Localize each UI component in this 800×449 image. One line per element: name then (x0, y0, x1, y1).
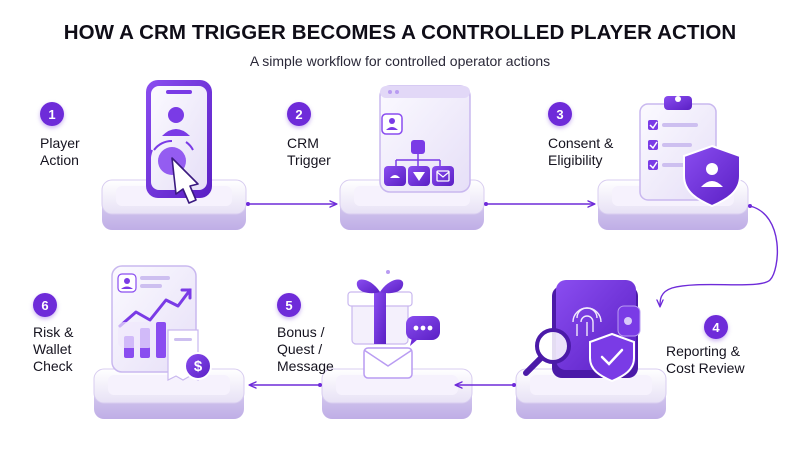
svg-text:$: $ (194, 358, 203, 375)
clipboard-shield-icon (639, 96, 741, 208)
flow-connectors (246, 202, 778, 387)
step-badge-2: 2 (287, 102, 311, 126)
step-badge-6: 6 (33, 293, 57, 317)
wallet-fingerprint-icon (523, 280, 641, 383)
step-label-3: Consent & Eligibility (548, 135, 614, 168)
gift-message-icon (347, 270, 440, 379)
step-badge-3: 3 (548, 102, 572, 126)
platform-step-6 (93, 368, 245, 419)
step-label-2: CRM Trigger (287, 135, 331, 168)
step-badge-4: 4 (704, 315, 728, 339)
step-badge-1: 1 (40, 102, 64, 126)
step-badge-5: 5 (277, 293, 301, 317)
step-label-5: Bonus / Quest / Message (277, 324, 334, 374)
page-title: HOW A CRM TRIGGER BECOMES A CONTROLLED P… (63, 21, 737, 44)
workflow-screen-icon (379, 85, 471, 193)
step-label-6: Risk & Wallet Check (33, 324, 74, 374)
platform-step-5 (321, 368, 473, 419)
step-label-1: Player Action (40, 135, 80, 168)
page-subtitle: A simple workflow for controlled operato… (249, 53, 551, 69)
smartphone-tap-icon (146, 80, 212, 204)
step-label-4: Reporting & Cost Review (666, 343, 745, 376)
arrow-3-to-4 (660, 205, 778, 306)
chart-dollar-icon: $ (111, 265, 212, 381)
